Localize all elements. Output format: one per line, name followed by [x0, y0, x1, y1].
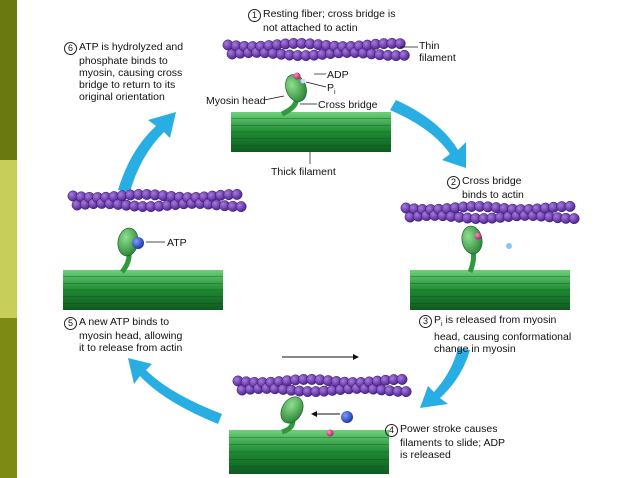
- step-2-line-2: binds to actin: [462, 189, 524, 201]
- myosin-head-label: Myosin head: [206, 95, 266, 107]
- thin-filament-scene-3: [232, 373, 412, 398]
- step-6-number: 6: [64, 42, 77, 55]
- step-3-line-1-rest: is released from myosin: [442, 314, 557, 326]
- step-5-line-1: A new ATP binds to: [79, 316, 170, 328]
- step-6-line-2: phosphate binds to: [79, 55, 168, 67]
- released-phosphate-scene-2: [506, 243, 512, 249]
- myosin-head-scene-3: [280, 396, 304, 435]
- side-bar-dark-top: [0, 0, 17, 160]
- arrow-6-to-1: [118, 112, 176, 192]
- step-2-number: 2: [447, 176, 460, 189]
- thin-filament-label-line-1: Thin: [419, 40, 440, 52]
- side-bar-light: [0, 160, 17, 318]
- pi-label-letter: P: [327, 82, 335, 94]
- step-6-line-3: myosin, causing cross: [79, 67, 183, 79]
- step-4-line-1: Power stroke causes: [400, 423, 498, 435]
- arrow-1-to-2: [390, 100, 466, 168]
- thick-filament-scene-1: [231, 112, 391, 152]
- step-3-pi-letter: P: [434, 314, 442, 326]
- myosin-head-scene-4: [117, 227, 139, 274]
- arrow-4-to-5: [128, 358, 222, 424]
- thick-filament-scene-3: [229, 430, 389, 474]
- atp-label: ATP: [167, 237, 187, 249]
- thin-filament-scene-2: [400, 200, 580, 225]
- step-5-line-3: it to release from actin: [79, 342, 183, 354]
- adp-label: ADP: [327, 69, 349, 81]
- step-5-number: 5: [64, 317, 77, 330]
- step-3-number: 3: [419, 315, 432, 328]
- adp-molecule-scene-1: [293, 72, 301, 80]
- myosin-head-leader-line: [263, 95, 285, 101]
- released-adp-scene-3: [326, 429, 334, 437]
- thick-filament-scene-4: [63, 270, 223, 310]
- step-4-line-3: is released: [400, 449, 451, 461]
- arrow-3-to-4: [420, 348, 470, 408]
- phosphate-molecule-scene-3: [341, 411, 353, 423]
- adp-molecule-scene-2: [474, 232, 482, 240]
- step-2-line-1: Cross bridge: [462, 175, 522, 187]
- cross-bridge-label: Cross bridge: [318, 99, 378, 111]
- step-3-line-3: change in myosin: [434, 343, 516, 356]
- thin-filament-label: Thin filament: [419, 40, 456, 64]
- pi-label: Pi: [327, 82, 336, 99]
- thick-filament-label: Thick filament: [271, 166, 336, 178]
- phosphate-molecule-scene-1: [300, 78, 306, 84]
- thick-filament-scene-2: [410, 270, 570, 310]
- myosin-head-scene-2: [461, 225, 483, 273]
- step-1-line-1: Resting fiber; cross bridge is: [263, 8, 396, 20]
- step-4-line-2: filaments to slide; ADP: [400, 437, 506, 449]
- step-4-number: 4: [385, 424, 398, 437]
- step-5-line-2: myosin head, allowing: [79, 330, 183, 342]
- pi-leader-line: [305, 81, 327, 88]
- side-bar-dark-bottom: [0, 318, 17, 478]
- step-3-pi-subscript: i: [441, 321, 443, 329]
- thin-filament-label-line-2: filament: [419, 52, 456, 64]
- pi-label-subscript: i: [334, 89, 336, 97]
- thin-filament-scene-1: [222, 37, 410, 62]
- step-6-line-5: original orientation: [79, 91, 165, 103]
- step-3-line-2: head, causing conformational: [434, 331, 572, 344]
- step-1-line-2: not attached to actin: [263, 22, 358, 34]
- thin-filament-scene-4: [67, 188, 247, 213]
- atp-molecule-scene-4: [132, 237, 144, 249]
- cycle-arrows: [118, 100, 470, 424]
- step-1-number: 1: [248, 9, 261, 22]
- step-6-line-1: ATP is hydrolyzed and: [79, 41, 184, 53]
- step-6-line-4: bridge to return to its: [79, 79, 176, 91]
